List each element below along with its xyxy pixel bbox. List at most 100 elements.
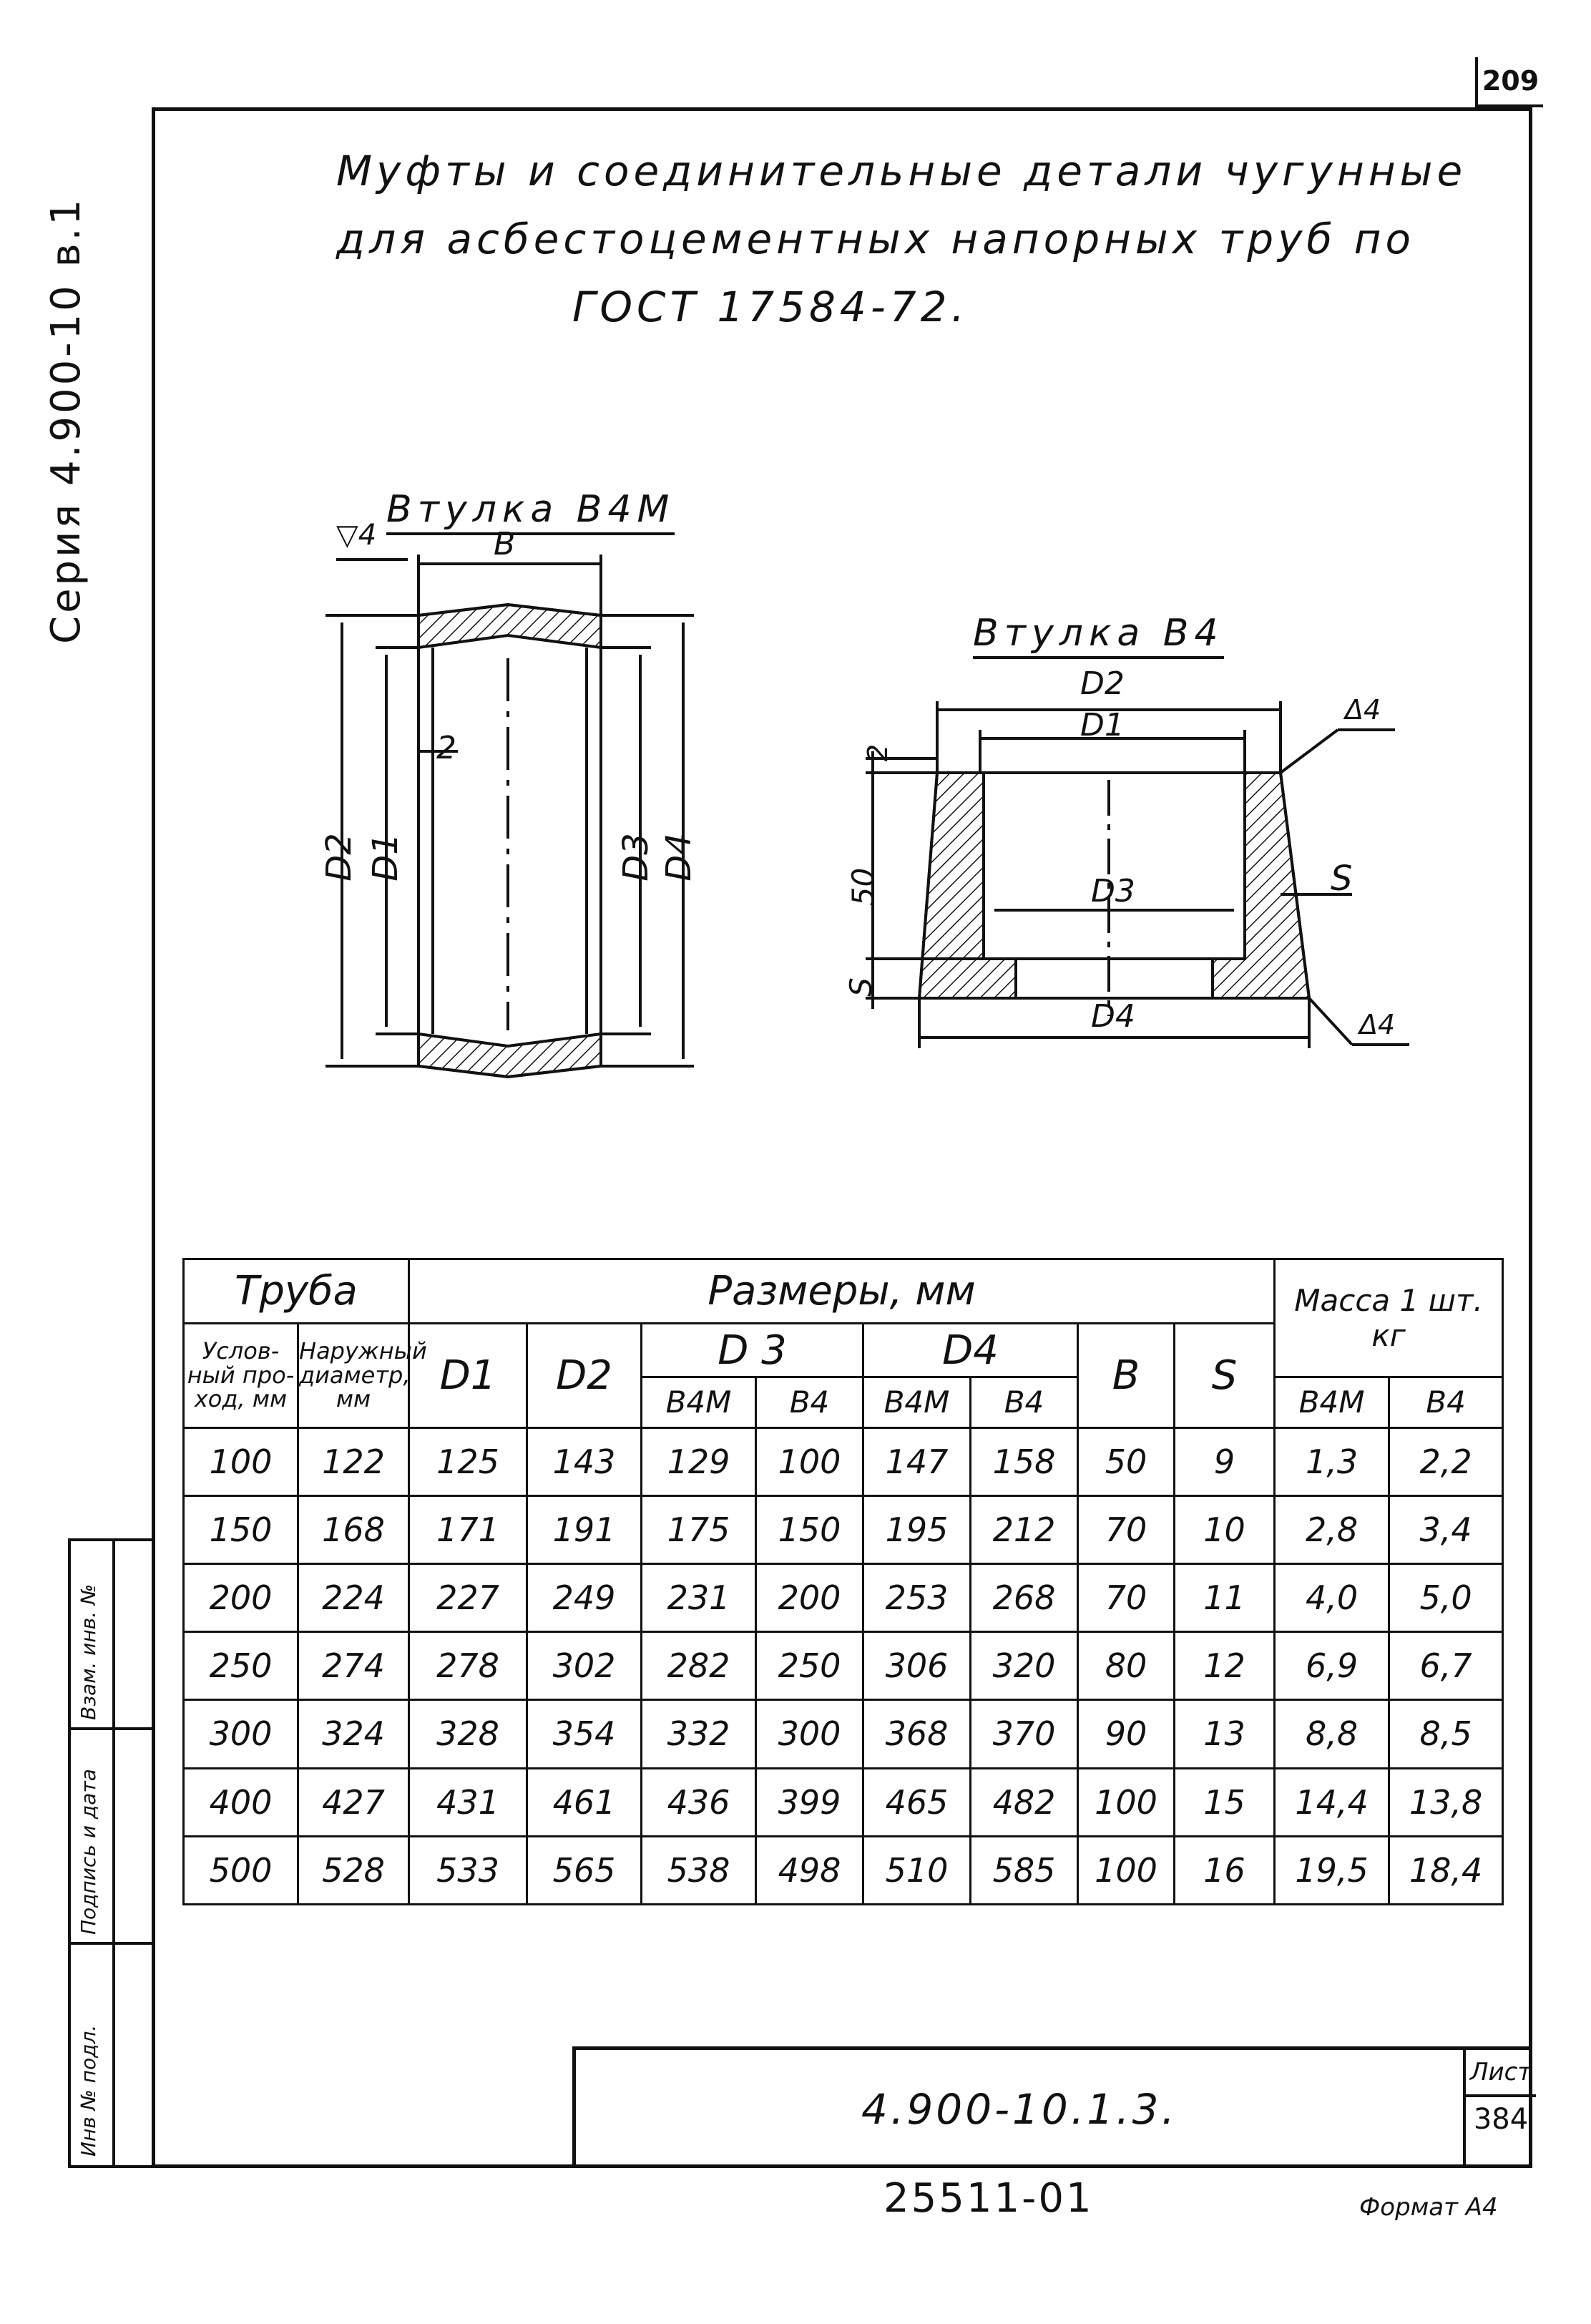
table-cell: 565 — [526, 1835, 642, 1906]
document-number: 4.900-10.1.3. — [861, 2084, 1178, 2134]
table-cell: 278 — [408, 1631, 528, 1702]
table-cell: 2,8 — [1273, 1494, 1391, 1565]
header-d4: D4 — [862, 1322, 1079, 1379]
table-cell: 14,4 — [1273, 1767, 1391, 1837]
table-cell: 15 — [1173, 1767, 1276, 1837]
table-cell: 498 — [755, 1835, 864, 1906]
table-cell: 122 — [297, 1426, 410, 1497]
table-cell: 250 — [182, 1631, 299, 1702]
header-mass-b4: В4 — [1388, 1376, 1504, 1429]
header-mass: Масса 1 шт. кг — [1273, 1257, 1504, 1379]
table-cell: 227 — [408, 1562, 528, 1634]
table-cell: 268 — [969, 1562, 1079, 1634]
b4-dim-2: 2 — [862, 743, 894, 762]
header-d4-b4m: В4М — [862, 1376, 971, 1429]
table-cell: 129 — [640, 1426, 757, 1497]
table-cell: 1,3 — [1273, 1426, 1391, 1497]
table-cell: 399 — [755, 1767, 864, 1837]
b4m-roughness-mark: ▽4 — [336, 519, 377, 552]
table-cell: 427 — [297, 1767, 410, 1837]
table-cell: 282 — [640, 1631, 757, 1702]
header-nominal-bore: Услов-ный про-ход, мм — [182, 1322, 299, 1429]
table-cell: 250 — [755, 1631, 864, 1702]
table-cell: 370 — [969, 1699, 1079, 1769]
drawing-b4m — [325, 555, 694, 1079]
table-cell: 147 — [862, 1426, 971, 1497]
table-cell: 538 — [640, 1835, 757, 1906]
table-cell: 70 — [1077, 1562, 1175, 1634]
table-cell: 100 — [1077, 1835, 1175, 1906]
table-cell: 306 — [862, 1631, 971, 1702]
stamp-signature-date: Подпись и дата — [77, 1769, 100, 1935]
header-s: S — [1173, 1322, 1276, 1429]
header-d3-b4m: В4М — [640, 1376, 757, 1429]
table-cell: 436 — [640, 1767, 757, 1837]
b4m-dim-b: В — [494, 526, 516, 562]
table-cell: 320 — [969, 1631, 1079, 1702]
b4-dim-50: 50 — [846, 867, 881, 907]
b4m-dim-wall: 2 — [436, 730, 456, 766]
drawing-b4-label: Втулка В4 — [973, 612, 1224, 659]
table-cell: 11 — [1173, 1562, 1276, 1634]
header-pipe: Труба — [182, 1257, 410, 1325]
format-label: Формат А4 — [1359, 2193, 1498, 2222]
b4-roughness-bottom: Δ4 — [1359, 1009, 1396, 1040]
table-cell: 2,2 — [1388, 1426, 1504, 1497]
table-cell: 158 — [969, 1426, 1079, 1497]
table-cell: 8,8 — [1273, 1699, 1391, 1769]
table-cell: 175 — [640, 1494, 757, 1565]
sheet-cell: Лист 384 — [1463, 2050, 1536, 2168]
table-cell: 12 — [1173, 1631, 1276, 1702]
table-cell: 9 — [1173, 1426, 1276, 1497]
drawing-b4m-label: Втулка В4М — [386, 488, 675, 535]
sheet-label: Лист — [1466, 2050, 1536, 2097]
table-cell: 465 — [862, 1767, 971, 1837]
title-line-2: для асбестоцементных напорных труб по — [336, 215, 1416, 263]
header-outer-diameter: Наружный диаметр, мм — [297, 1322, 427, 1429]
table-cell: 400 — [182, 1767, 299, 1837]
table-cell: 253 — [862, 1562, 971, 1634]
table-cell: 200 — [755, 1562, 864, 1634]
table-cell: 125 — [408, 1426, 528, 1497]
table-cell: 100 — [1077, 1767, 1175, 1837]
series-side-label: Серия 4.900-10 в.1 — [43, 197, 89, 644]
table-cell: 431 — [408, 1767, 528, 1837]
table-cell: 168 — [297, 1494, 410, 1565]
b4-roughness-top: Δ4 — [1345, 694, 1381, 726]
table-cell: 90 — [1077, 1699, 1175, 1769]
table-cell: 5,0 — [1388, 1562, 1504, 1634]
table-cell: 500 — [182, 1835, 299, 1906]
table-cell: 585 — [969, 1835, 1079, 1906]
b4m-dim-d3: D3 — [615, 833, 656, 882]
table-cell: 80 — [1077, 1631, 1175, 1702]
table-cell: 191 — [526, 1494, 642, 1565]
table-cell: 10 — [1173, 1494, 1276, 1565]
drawing-frame — [152, 107, 1532, 2168]
table-cell: 300 — [182, 1699, 299, 1769]
table-cell: 70 — [1077, 1494, 1175, 1565]
table-cell: 302 — [526, 1631, 642, 1702]
b4-dim-d3: D3 — [1091, 873, 1135, 909]
title-line-3: ГОСТ 17584-72. — [572, 283, 969, 331]
table-cell: 200 — [182, 1562, 299, 1634]
stamp-column: Взам. инв. № Подпись и дата Инв № подл. — [68, 1538, 152, 2168]
table-cell: 533 — [408, 1835, 528, 1906]
b4-dim-d1: D1 — [1080, 707, 1125, 743]
b4-dim-d2: D2 — [1080, 665, 1125, 702]
title-line-1: Муфты и соединительные детали чугунные — [336, 147, 1467, 195]
table-cell: 324 — [297, 1699, 410, 1769]
table-cell: 13 — [1173, 1699, 1276, 1769]
table-cell: 212 — [969, 1494, 1079, 1565]
title-block: 4.900-10.1.3. Лист 384 — [572, 2046, 1536, 2168]
b4-dim-d4: D4 — [1091, 998, 1135, 1035]
table-cell: 8,5 — [1388, 1699, 1504, 1769]
page-number: 209 — [1475, 57, 1543, 107]
b4-dim-s-left: S — [843, 977, 878, 997]
table-cell: 13,8 — [1388, 1767, 1504, 1837]
table-cell: 332 — [640, 1699, 757, 1769]
table-cell: 150 — [182, 1494, 299, 1565]
